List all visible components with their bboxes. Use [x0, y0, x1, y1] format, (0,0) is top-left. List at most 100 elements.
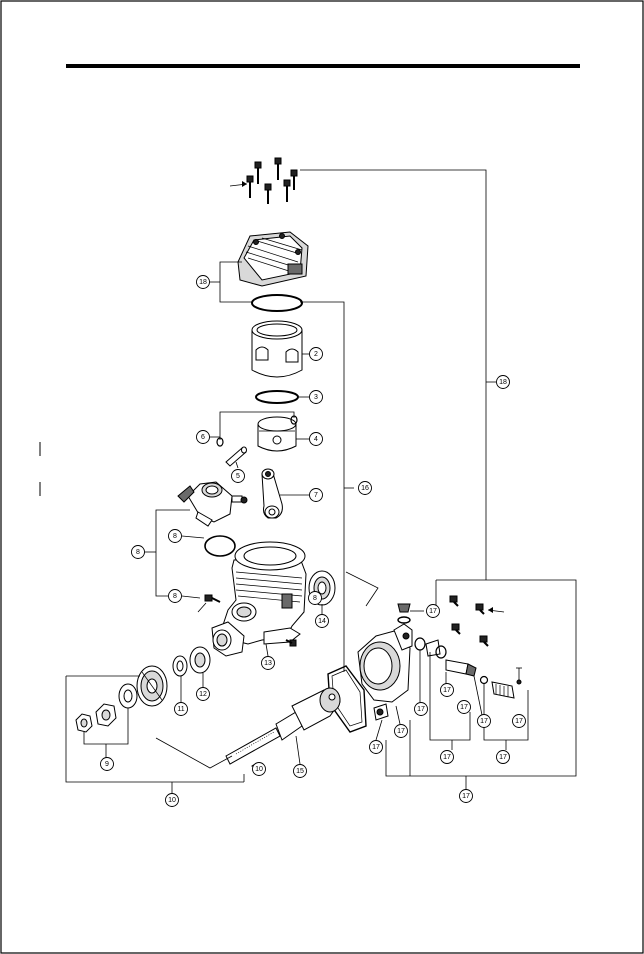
leader-lines: [65, 169, 577, 794]
callout-17: 17: [440, 683, 454, 697]
callout-circle: [308, 591, 322, 605]
callout-13: 13: [261, 656, 275, 670]
callout-number: 16: [361, 485, 369, 492]
crankcase: [211, 541, 307, 657]
callout-circle: [414, 702, 428, 716]
callout-number: 2: [314, 351, 318, 358]
callout-number: 10: [168, 797, 176, 804]
callout-number: 6: [201, 434, 205, 441]
callout-17: 17: [477, 714, 491, 728]
callout-number: 14: [318, 618, 326, 625]
callout-17: 17: [426, 604, 440, 618]
callout-number: 10: [255, 766, 263, 773]
callout-8: 8: [168, 589, 182, 603]
drive-hub: [136, 665, 168, 707]
callout-8: 8: [308, 591, 322, 605]
callout-18: 18: [196, 275, 210, 289]
callout-7: 7: [309, 488, 323, 502]
drive-washer: [189, 646, 211, 674]
callout-circle: [309, 390, 323, 404]
wrist-pin: [225, 446, 247, 467]
callout-11: 11: [174, 702, 188, 716]
callout-number: 17: [417, 706, 425, 713]
connecting-rod: [261, 468, 283, 519]
callout-circle: [358, 481, 372, 495]
crankcase-screw: [285, 639, 297, 647]
pressure-nipple: [397, 603, 411, 624]
rear-cover: [357, 623, 413, 703]
callout-17: 17: [496, 750, 510, 764]
callout-circle: [394, 724, 408, 738]
callout-number: 8: [173, 593, 177, 600]
piston: [257, 416, 297, 452]
needle-valve-assembly: [373, 637, 522, 721]
callout-17: 17: [457, 700, 471, 714]
callout-number: 13: [264, 660, 272, 667]
callout-16: 16: [358, 481, 372, 495]
callout-circle: [196, 430, 210, 444]
callout-circle: [168, 589, 182, 603]
callout-circle: [315, 614, 329, 628]
callout-4: 4: [309, 432, 323, 446]
callout-number: 4: [314, 436, 318, 443]
callout-8: 8: [168, 529, 182, 543]
callout-circle: [196, 275, 210, 289]
callout-6: 6: [196, 430, 210, 444]
callout-number: 17: [443, 754, 451, 761]
callout-17: 17: [369, 740, 383, 754]
cylinder-head: [237, 231, 309, 287]
callout-number: 7: [314, 492, 318, 499]
callout-number: 17: [372, 744, 380, 751]
cylinder-liner: [251, 320, 303, 378]
callout-number: 3: [314, 394, 318, 401]
callout-circle: [165, 793, 179, 807]
carburetor: [177, 481, 248, 527]
callout-number: 8: [136, 549, 140, 556]
callout-circle: [131, 545, 145, 559]
callout-number: 9: [105, 761, 109, 768]
callout-10: 10: [165, 793, 179, 807]
callout-number: 5: [236, 473, 240, 480]
callout-17: 17: [512, 714, 526, 728]
callout-number: 17: [429, 608, 437, 615]
callout-circle: [100, 757, 114, 771]
callout-circle: [369, 740, 383, 754]
callout-circle: [459, 789, 473, 803]
callout-circle: [496, 750, 510, 764]
crankcase-screw: [197, 594, 221, 613]
callout-12: 12: [196, 687, 210, 701]
callout-circle: [309, 432, 323, 446]
carb-o-ring: [204, 535, 236, 557]
callout-2: 2: [309, 347, 323, 361]
callout-circle: [168, 529, 182, 543]
piston-ring: [255, 390, 299, 404]
callout-circle: [231, 469, 245, 483]
callout-circle: [457, 700, 471, 714]
callout-number: 17: [515, 718, 523, 725]
header-rule: [66, 64, 580, 68]
callout-15: 15: [293, 764, 307, 778]
callout-17: 17: [440, 750, 454, 764]
callout-17: 17: [414, 702, 428, 716]
callout-17: 17: [459, 789, 473, 803]
callout-number: 11: [177, 706, 184, 713]
callout-circle: [293, 764, 307, 778]
backplate-screws: [449, 595, 505, 647]
callout-circle: [440, 683, 454, 697]
callout-circle: [174, 702, 188, 716]
callout-circle: [309, 488, 323, 502]
head-screws: [229, 157, 298, 204]
callout-5: 5: [231, 469, 245, 483]
callout-number: 17: [460, 704, 468, 711]
callout-circle: [261, 656, 275, 670]
thrust-washer: [172, 655, 188, 677]
callout-number: 17: [499, 754, 507, 761]
callout-number: 17: [480, 718, 488, 725]
callout-number: 8: [173, 533, 177, 540]
callout-number: 17: [397, 728, 405, 735]
callout-circle: [440, 750, 454, 764]
